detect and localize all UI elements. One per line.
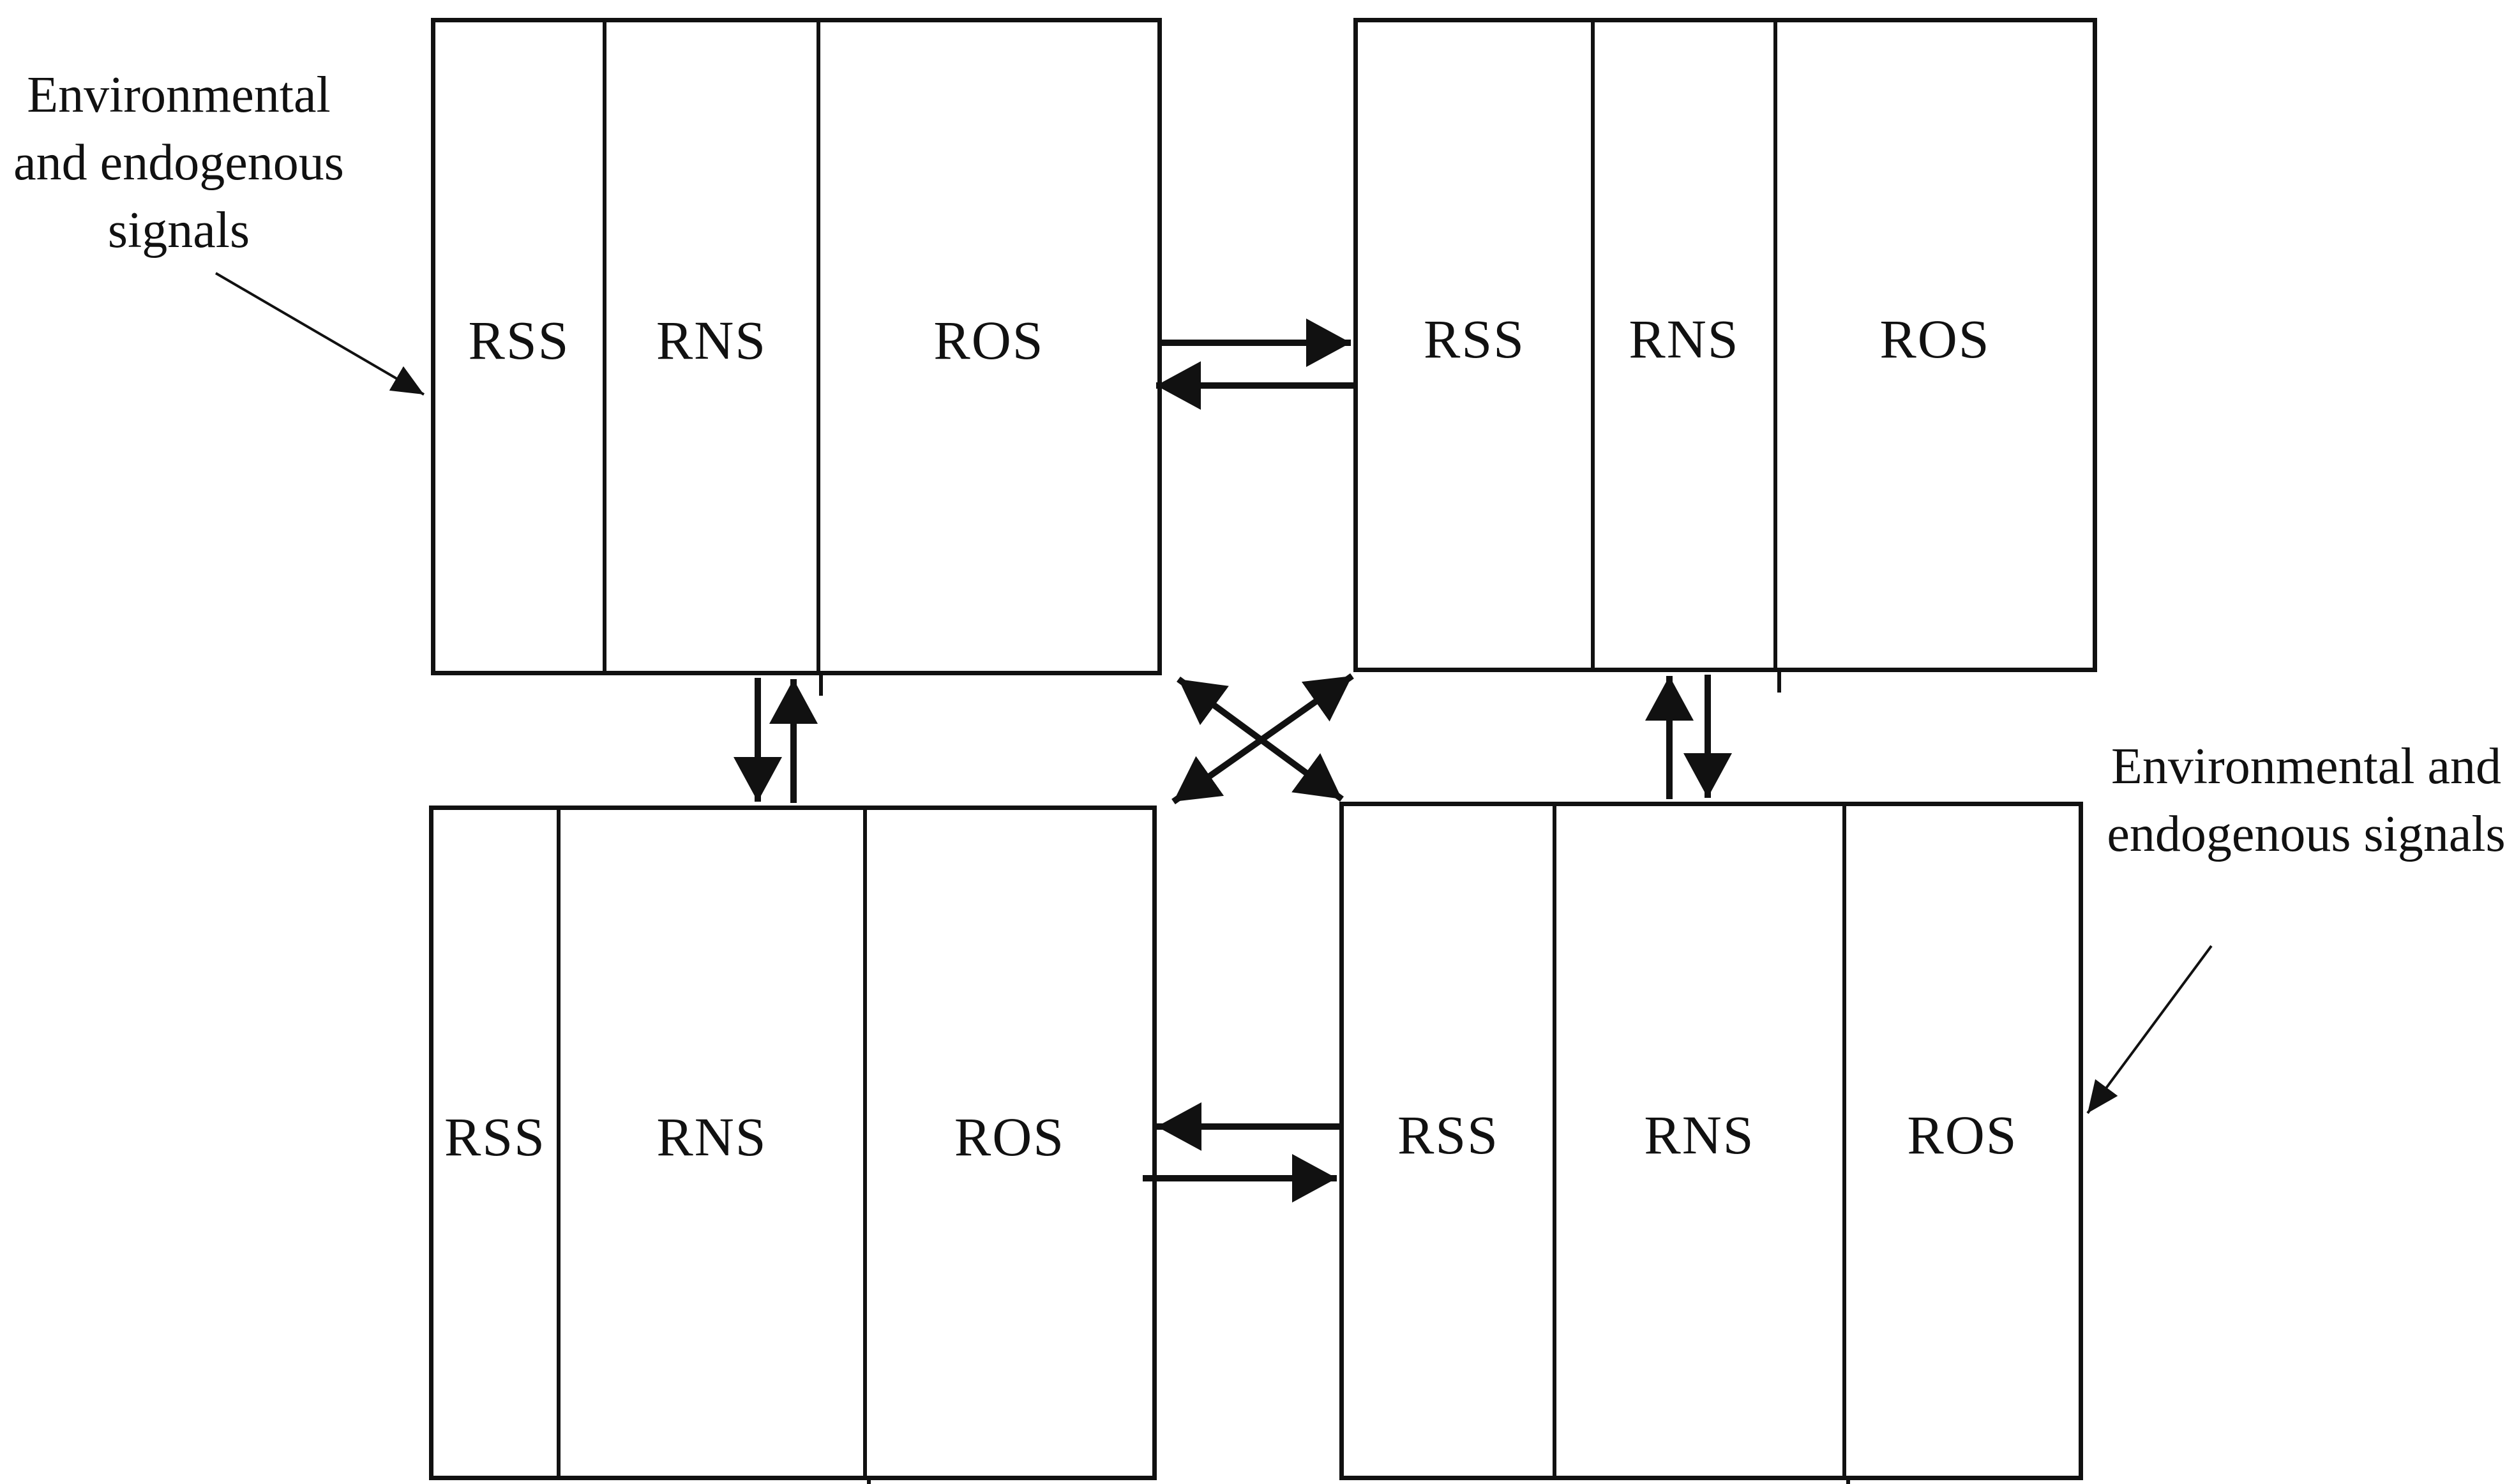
compartment-label-rns: RNS — [1629, 308, 1740, 370]
annotation-line: endogenous signals — [2107, 806, 2506, 862]
annotation-line: Environmental — [27, 67, 331, 123]
right-signal-annotation: Environmental and endogenous signals — [2100, 733, 2512, 868]
compartment-ros: ROS — [1846, 806, 2079, 1476]
compartment-rss: RSS — [1344, 806, 1556, 1476]
left-signal-annotation: Environmental and endogenous signals — [6, 61, 351, 264]
arrow-right-signal-to-bottom-right-box — [2086, 945, 2213, 1114]
divider-overshoot — [1846, 1476, 1850, 1484]
compartment-rns: RNS — [561, 810, 867, 1476]
annotation-line: signals — [107, 202, 250, 259]
compartment-rns: RNS — [1556, 806, 1846, 1476]
compartment-label-rss: RSS — [1423, 308, 1526, 370]
arrow-left-signal-to-top-left-box — [215, 272, 425, 396]
compartment-label-ros: ROS — [1879, 308, 1991, 370]
cell-box-bottom-right: RSS RNS ROS — [1339, 802, 2083, 1480]
annotation-line: and endogenous — [13, 135, 344, 191]
compartment-label-rss: RSS — [1397, 1104, 1500, 1165]
cell-box-top-right: RSS RNS ROS — [1353, 18, 2097, 672]
compartment-label-rss: RSS — [468, 310, 570, 371]
compartment-rss: RSS — [1358, 22, 1595, 668]
compartment-ros: ROS — [867, 810, 1152, 1476]
divider-overshoot — [819, 671, 823, 696]
compartment-label-ros: ROS — [933, 310, 1044, 371]
compartment-rss: RSS — [435, 22, 606, 671]
compartment-rns: RNS — [606, 22, 820, 671]
arrow-diagonal-top-left-bottom-right — [1177, 676, 1344, 802]
cell-box-bottom-left: RSS RNS ROS — [429, 806, 1157, 1480]
arrow-diagonal-top-right-bottom-left — [1171, 673, 1354, 805]
annotation-line: Environmental and — [2111, 738, 2501, 795]
compartment-label-rss: RSS — [444, 1106, 546, 1167]
cell-box-top-left: RSS RNS ROS — [431, 18, 1162, 675]
compartment-label-ros: ROS — [1907, 1104, 2018, 1165]
compartment-rns: RNS — [1595, 22, 1777, 668]
compartment-rss: RSS — [433, 810, 561, 1476]
compartment-ros: ROS — [820, 22, 1157, 671]
compartment-label-rns: RNS — [1644, 1104, 1755, 1165]
compartment-label-rns: RNS — [656, 1106, 767, 1167]
compartment-label-ros: ROS — [954, 1106, 1065, 1167]
compartment-ros: ROS — [1777, 22, 2093, 668]
divider-overshoot — [867, 1476, 871, 1484]
compartment-label-rns: RNS — [656, 310, 767, 371]
divider-overshoot — [1777, 668, 1781, 693]
